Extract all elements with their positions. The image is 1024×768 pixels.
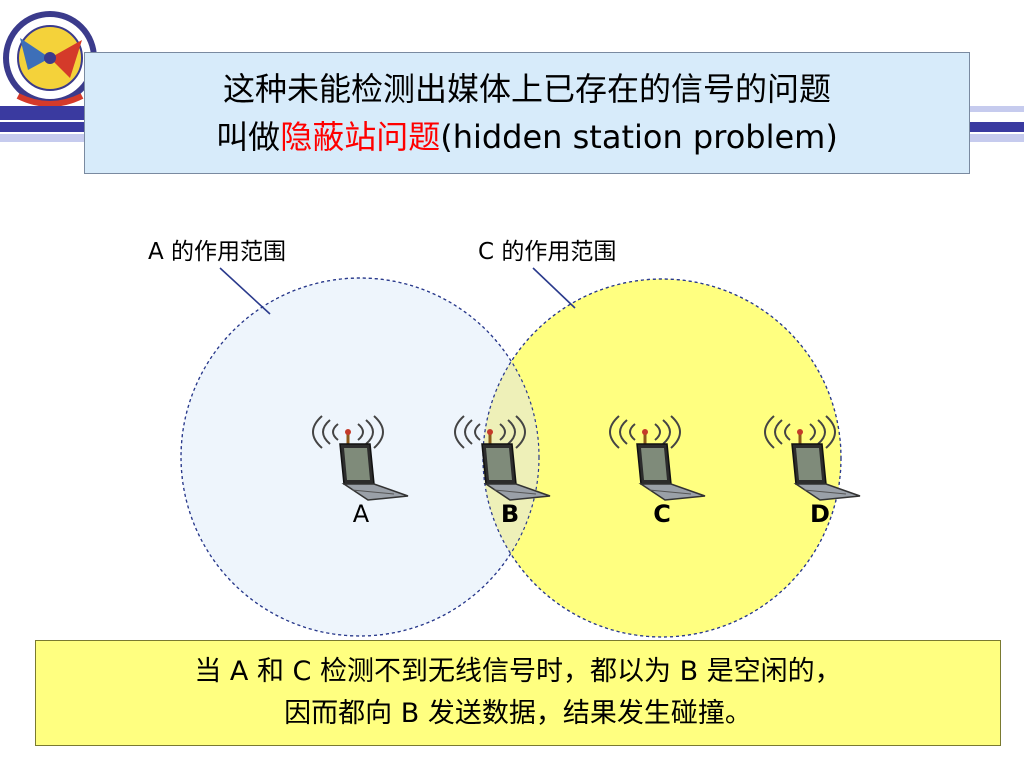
- title-line-2: 叫做隐蔽站问题(hidden station problem): [85, 113, 969, 161]
- explanation-line-2: 因而都向 B 发送数据，结果发生碰撞。: [284, 698, 752, 729]
- node-label-c: C: [653, 500, 671, 528]
- node-label-d: D: [810, 500, 830, 528]
- node-label-a: A: [352, 500, 370, 528]
- title-prefix: 叫做: [216, 118, 281, 156]
- pointer-line-a: [219, 267, 271, 315]
- title-highlight: 隐蔽站问题: [280, 118, 441, 156]
- node-label-b: B: [500, 500, 520, 528]
- caption-range-a: A 的作用范围: [148, 239, 287, 265]
- title-line-1: 这种未能检测出媒体上已存在的信号的问题: [222, 70, 831, 108]
- header-stripe-light: [970, 106, 1024, 112]
- explanation-box: 当 A 和 C 检测不到无线信号时，都以为 B 是空闲的， 因而都向 B 发送数…: [35, 640, 1001, 746]
- pointer-line-c: [532, 267, 576, 309]
- caption-range-c: C 的作用范围: [478, 239, 617, 265]
- university-logo: [0, 0, 100, 120]
- title-box: 这种未能检测出媒体上已存在的信号的问题 叫做隐蔽站问题(hidden stati…: [84, 52, 970, 174]
- title-suffix: (hidden station problem): [440, 118, 838, 156]
- explanation-line-1: 当 A 和 C 检测不到无线信号时，都以为 B 是空闲的，: [194, 656, 842, 687]
